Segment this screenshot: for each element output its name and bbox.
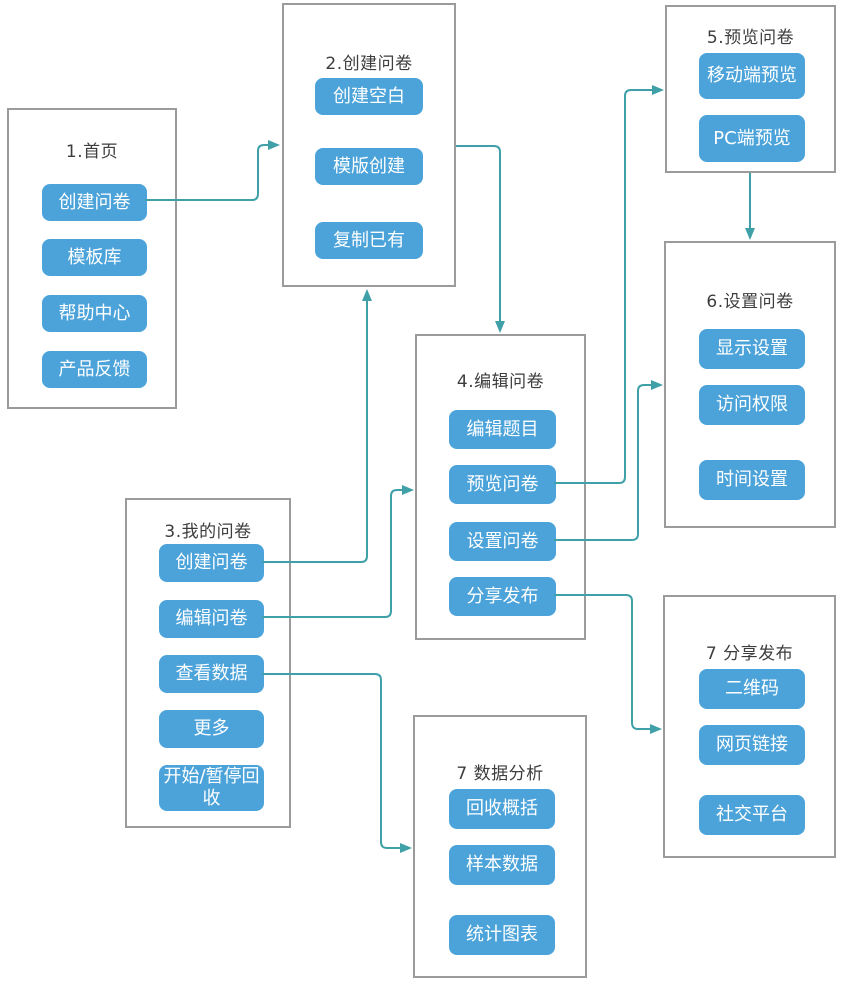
start-pause-collection-button[interactable]: 开始/暂停回收 [159,765,264,811]
help-center-button[interactable]: 帮助中心 [42,295,147,332]
pc-preview-button[interactable]: PC端预览 [699,115,805,162]
node-share-publish: 7 分享发布 二维码 网页链接 社交平台 [663,595,836,858]
template-library-button[interactable]: 模板库 [42,239,147,276]
collection-summary-button[interactable]: 回收概括 [449,789,555,829]
preview-survey-button[interactable]: 预览问卷 [449,465,556,504]
node-preview-title: 5.预览问卷 [706,28,795,48]
create-blank-button[interactable]: 创建空白 [315,78,423,115]
display-settings-button[interactable]: 显示设置 [699,329,805,369]
time-settings-button[interactable]: 时间设置 [699,460,805,500]
copy-existing-button[interactable]: 复制已有 [315,222,423,259]
edit-survey-button[interactable]: 编辑问卷 [159,600,264,638]
create-survey-button[interactable]: 创建问卷 [42,184,147,221]
statistics-charts-button[interactable]: 统计图表 [449,915,555,955]
more-button[interactable]: 更多 [159,710,264,748]
create-survey-button[interactable]: 创建问卷 [159,544,264,582]
node-home: 1.首页 创建问卷 模板库 帮助中心 产品反馈 [7,108,177,409]
node-edit-questionnaire: 4.编辑问卷 编辑题目 预览问卷 设置问卷 分享发布 [415,334,586,640]
node-settings-title: 6.设置问卷 [706,292,794,312]
node-create-questionnaire: 2.创建问卷 创建空白 模版创建 复制已有 [282,3,456,287]
create-from-template-button[interactable]: 模版创建 [315,148,423,185]
node-preview-questionnaire: 5.预览问卷 移动端预览 PC端预览 [665,5,836,173]
node-my-questionnaires-title: 3.我的问卷 [164,522,252,542]
edge-create--to--edit [456,145,505,333]
node-share-publish-title: 7 分享发布 [705,644,794,664]
setup-survey-button[interactable]: 设置问卷 [449,522,556,561]
node-create-title: 2.创建问卷 [325,54,413,74]
node-home-title: 1.首页 [65,142,119,162]
web-link-button[interactable]: 网页链接 [699,725,805,765]
qr-code-button[interactable]: 二维码 [699,669,805,709]
social-platform-button[interactable]: 社交平台 [699,795,805,835]
node-data-analysis: 7 数据分析 回收概括 样本数据 统计图表 [413,715,587,978]
node-data-analysis-title: 7 数据分析 [456,764,544,784]
node-edit-title: 4.编辑问卷 [456,372,545,392]
edit-questions-button[interactable]: 编辑题目 [449,410,556,449]
node-my-questionnaires: 3.我的问卷 创建问卷 编辑问卷 查看数据 更多 开始/暂停回收 [125,498,291,828]
sample-data-button[interactable]: 样本数据 [449,845,555,885]
mobile-preview-button[interactable]: 移动端预览 [699,53,805,99]
share-publish-button[interactable]: 分享发布 [449,577,556,616]
view-data-button[interactable]: 查看数据 [159,655,264,693]
access-permission-button[interactable]: 访问权限 [699,385,805,425]
product-feedback-button[interactable]: 产品反馈 [42,351,147,388]
node-questionnaire-settings: 6.设置问卷 显示设置 访问权限 时间设置 [664,241,836,528]
